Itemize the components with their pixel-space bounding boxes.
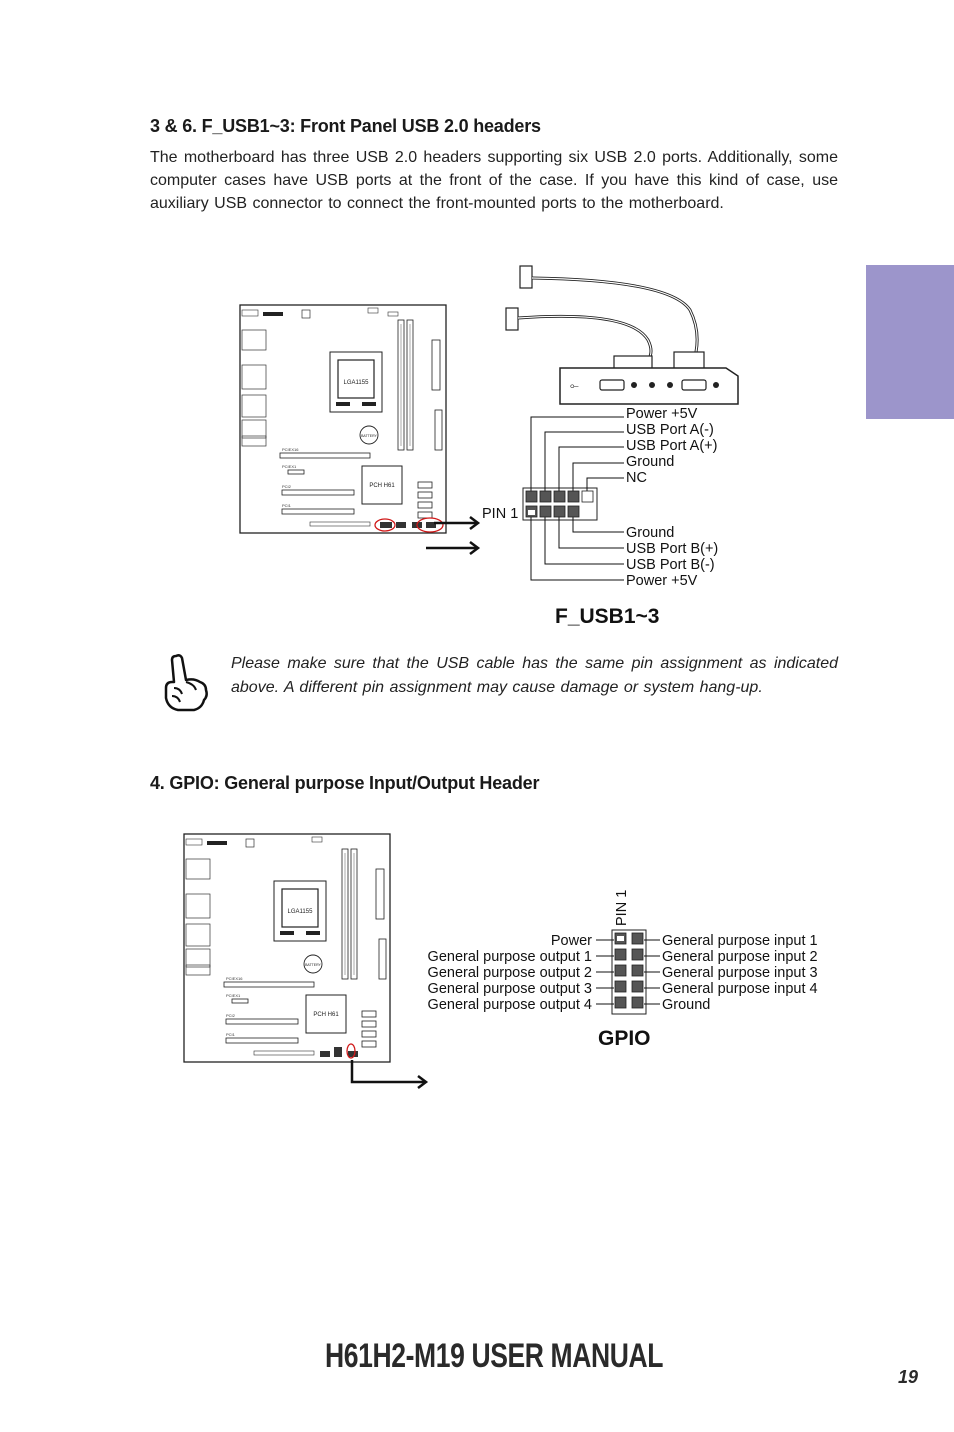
gpio-chipset-label: PCH H61 (313, 1012, 339, 1018)
usb-pin-bottom-3: USB Port B(-) (626, 557, 715, 573)
pointing-hand-icon (164, 654, 208, 712)
usb-pin-bottom-2: USB Port B(+) (626, 541, 718, 557)
usb-pin-top-3: USB Port A(+) (626, 438, 717, 454)
usb-pointer-arrows (426, 516, 481, 555)
usb-pin-bottom-1: Ground (626, 525, 674, 541)
gpio-battery-label: BATTERY (305, 963, 321, 967)
usb-section-body: The motherboard has three USB 2.0 header… (150, 149, 838, 212)
svg-text:⟜: ⟜ (570, 380, 579, 392)
gpio-right-pin-2: General purpose input 2 (662, 949, 818, 965)
gpio-header-diagram: LGA1155 BATTERY PCIEX16 PCIEX1 PCH H61 P… (183, 833, 818, 1089)
gpio-pointer-arrow (350, 1060, 429, 1089)
gpio-pin1-label: PIN 1 (614, 890, 630, 926)
usb-pin-top-1: Power +5V (626, 406, 698, 422)
gpio-cpu-label: LGA1155 (288, 909, 314, 915)
gpio-slot-label-2: PCIEX1 (226, 993, 241, 998)
usb-pin-bottom-4: Power +5V (626, 573, 698, 589)
usb-slot-label-3: PCI2 (282, 484, 292, 489)
usb-pin-header (522, 487, 598, 521)
usb-pin-top-5: NC (626, 470, 647, 486)
gpio-pin-leader-lines (596, 939, 660, 1005)
gpio-right-pin-4: General purpose input 4 (662, 981, 818, 997)
gpio-right-pin-3: General purpose input 3 (662, 965, 818, 981)
usb-bracket-cable: ⟜ (505, 265, 739, 405)
usb-slot-label-2: PCIEX1 (282, 464, 297, 469)
gpio-slot-label-1: PCIEX16 (226, 976, 243, 981)
usb-section-heading: 3 & 6. F_USB1~3: Front Panel USB 2.0 hea… (150, 116, 541, 136)
gpio-left-pin-2: General purpose output 1 (428, 949, 592, 965)
page-number: 19 (898, 1367, 919, 1387)
usb-header-diagram: LGA1155 BATTERY PCIEX16 PCIEX1 PCH H61 P… (239, 265, 739, 628)
chapter-side-tab (866, 265, 954, 419)
usb-pin1-label: PIN 1 (482, 506, 518, 522)
usb-battery-label: BATTERY (361, 434, 377, 438)
gpio-motherboard-diagram: LGA1155 BATTERY PCIEX16 PCIEX1 PCH H61 P… (183, 833, 391, 1063)
usb-cpu-label: LGA1155 (344, 380, 370, 386)
usb-warning-note: Please make sure that the USB cable has … (231, 655, 838, 696)
gpio-section-heading: 4. GPIO: General purpose Input/Output He… (150, 773, 540, 793)
gpio-left-pin-1: Power (551, 933, 592, 949)
gpio-slot-label-3: PCI2 (226, 1013, 236, 1018)
usb-pin-top-4: Ground (626, 454, 674, 470)
usb-slot-label-1: PCIEX16 (282, 447, 299, 452)
usb-pin-top-2: USB Port A(-) (626, 422, 714, 438)
usb-slot-label-4: PCI1 (282, 503, 292, 508)
manual-footer-title: H61H2-M19 USER MANUAL (325, 1337, 664, 1375)
gpio-slot-label-4: PCI1 (226, 1032, 236, 1037)
usb-pin-leader-lines (530, 416, 624, 581)
gpio-pin-header (611, 929, 647, 1015)
usb-chipset-label: PCH H61 (369, 483, 395, 489)
gpio-left-pin-3: General purpose output 2 (428, 965, 592, 981)
gpio-diagram-title: GPIO (598, 1027, 651, 1050)
gpio-left-pin-5: General purpose output 4 (428, 997, 592, 1013)
motherboard-diagram: LGA1155 BATTERY PCIEX16 PCIEX1 PCH H61 P… (239, 304, 447, 534)
gpio-right-pin-5: Ground (662, 997, 710, 1013)
gpio-left-pin-4: General purpose output 3 (428, 981, 592, 997)
gpio-right-pin-1: General purpose input 1 (662, 933, 818, 949)
usb-diagram-title: F_USB1~3 (555, 605, 659, 628)
